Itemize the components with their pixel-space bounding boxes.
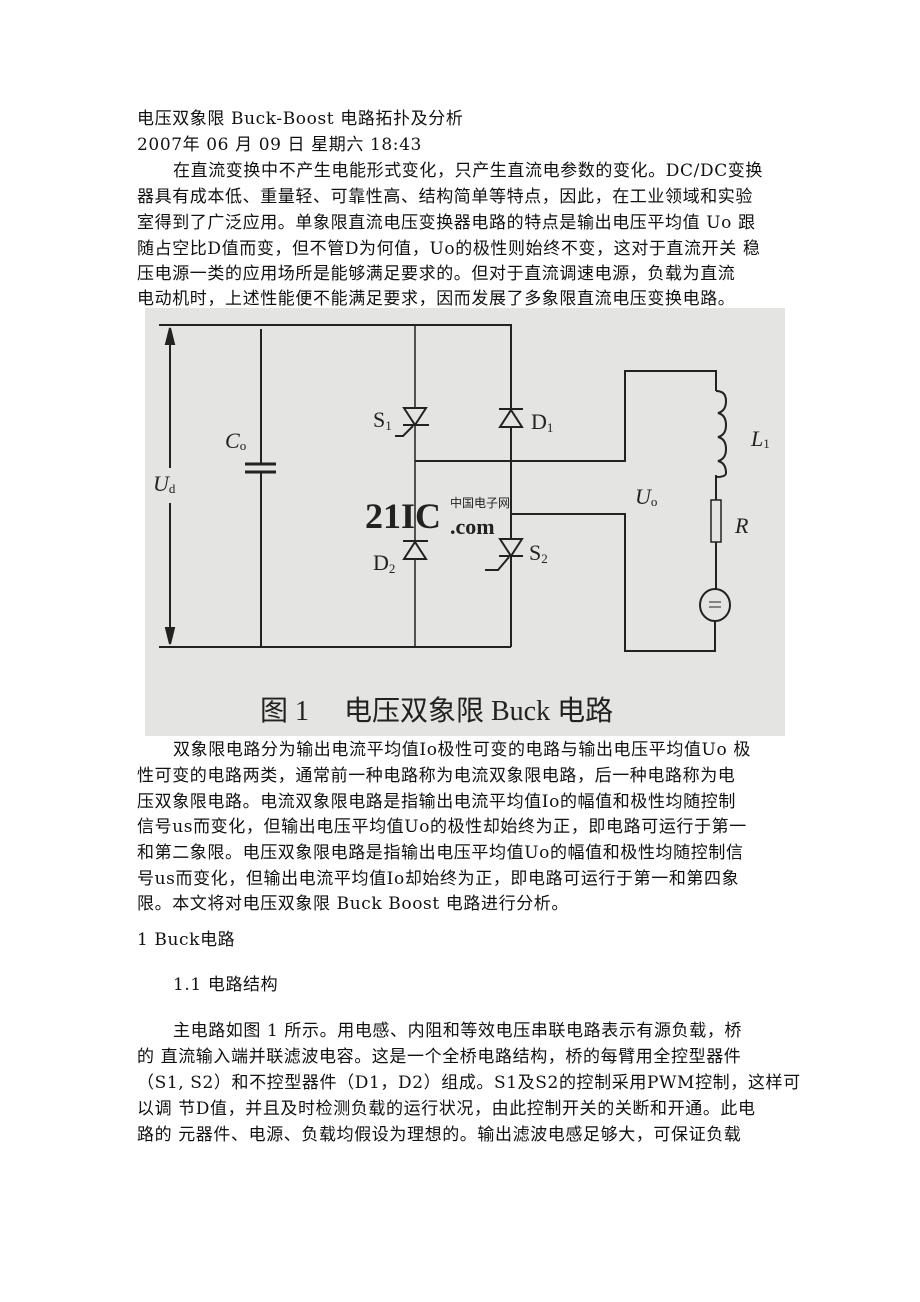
label-r: R bbox=[734, 513, 749, 538]
text-line: （S1, S2）和不控型器件（D1，D2）组成。S1及S2的控制采用PWM控制，… bbox=[137, 1073, 801, 1093]
text-line: 号us而变化，但输出电流平均值Io却始终为正，即电路可运行于第一和第四象 bbox=[137, 869, 740, 889]
label-s1: S1 bbox=[373, 407, 392, 433]
article-date: 2007年 06 月 09 日 星期六 18:43 bbox=[137, 135, 422, 155]
svg-text:.com: .com bbox=[450, 514, 495, 539]
text-line: 和第二象限。电压双象限电路是指输出电压平均值Uo的幅值和极性均随控制信 bbox=[137, 843, 744, 863]
text-line: 双象限电路分为输出电流平均值Io极性可变的电路与输出电压平均值Uo 极 bbox=[173, 740, 751, 760]
text-line: 信号us而变化，但输出电压平均值Uo的极性却始终为正，即电路可运行于第一 bbox=[137, 817, 747, 837]
text-line: 室得到了广泛应用。单象限直流电压变换器电路的特点是输出电压平均值 Uo 跟 bbox=[137, 213, 756, 233]
text-line: 性可变的电路两类，通常前一种电路称为电流双象限电路，后一种电路称为电 bbox=[137, 766, 736, 786]
text-line: 压电源一类的应用场所是能够满足要求的。但对于直流调速电源，负载为直流 bbox=[137, 264, 736, 284]
label-d2: D2 bbox=[373, 550, 395, 576]
section-heading: 1 Buck电路 bbox=[137, 930, 236, 950]
text-line: 器具有成本低、重量轻、可靠性高、结构简单等特点，因此，在工业领域和实验 bbox=[137, 187, 753, 207]
label-l1: L1 bbox=[750, 426, 770, 451]
text-line: 随占空比D值而变，但不管D为何值，Uo的极性则始终不变，这对于直流开关 稳 bbox=[137, 239, 761, 259]
text-line: 以调 节D值，并且及时检测负载的运行状况，由此控制开关的关断和开通。此电 bbox=[137, 1099, 756, 1119]
label-s2: S2 bbox=[529, 540, 548, 566]
text-line: 压双象限电路。电流双象限电路是指输出电流平均值Io的幅值和极性均随控制 bbox=[137, 792, 736, 812]
text-line: 主电路如图 1 所示。用电感、内阻和等效电压串联电路表示有源负载，桥 bbox=[173, 1021, 743, 1041]
text-line: 在直流变换中不产生电能形式变化，只产生直流电参数的变化。DC/DC变换 bbox=[173, 161, 764, 181]
subsection-heading: 1.1 电路结构 bbox=[173, 975, 279, 995]
label-ud: Ud bbox=[153, 471, 176, 496]
text-line: 电动机时，上述性能便不能满足要求，因而发展了多象限直流电压变换电路。 bbox=[137, 289, 736, 309]
circuit-figure: 21IC .com 中国电子网 Ud Co Uo L1 R S1 D1 D2 S… bbox=[145, 308, 785, 736]
text-line: 路的 元器件、电源、负载均假设为理想的。输出滤波电感足够大，可保证负载 bbox=[137, 1125, 742, 1145]
figure-caption: 图 1 电压双象限 Buck 电路 bbox=[260, 695, 613, 727]
label-co: Co bbox=[225, 428, 246, 453]
svg-text:中国电子网: 中国电子网 bbox=[450, 495, 510, 510]
text-line: 限。本文将对电压双象限 Buck Boost 电路进行分析。 bbox=[137, 894, 569, 914]
svg-text:21IC: 21IC bbox=[365, 496, 441, 536]
label-uo: Uo bbox=[635, 484, 657, 509]
watermark-logo: 21IC .com 中国电子网 bbox=[365, 495, 510, 539]
text-line: 的 直流输入端并联滤波电容。这是一个全桥电路结构，桥的每臂用全控型器件 bbox=[137, 1047, 742, 1067]
article-title: 电压双象限 Buck-Boost 电路拓扑及分析 bbox=[137, 109, 464, 129]
label-d1: D1 bbox=[531, 409, 553, 435]
